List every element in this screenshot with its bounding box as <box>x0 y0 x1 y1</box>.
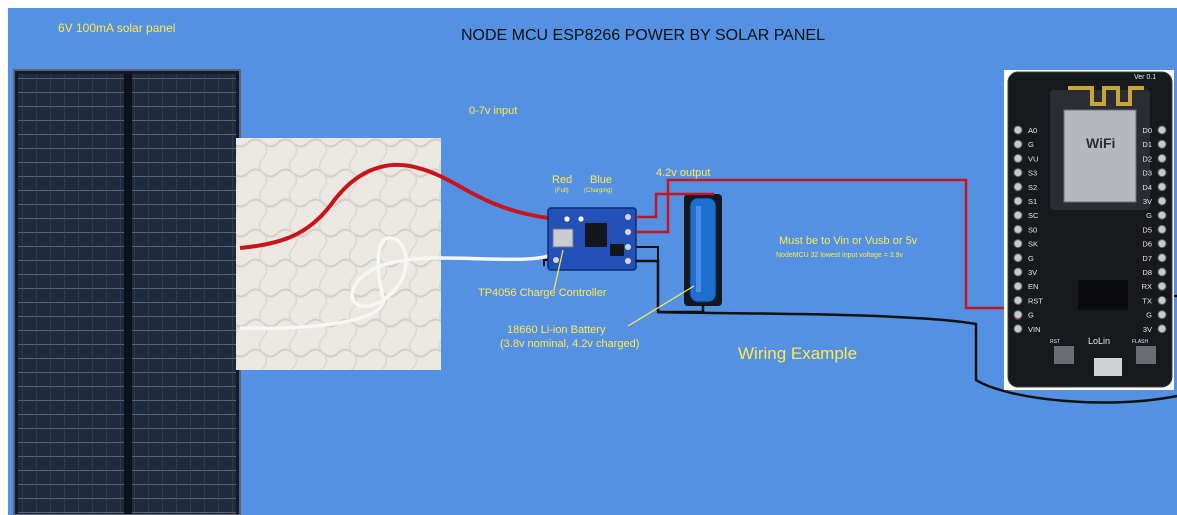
pin-left-header <box>1013 139 1023 149</box>
pin-right-label: D3 <box>1142 169 1152 178</box>
pin-right-header <box>1157 239 1167 249</box>
input-ground-wire <box>543 259 548 266</box>
pin-right-header <box>1157 168 1167 178</box>
pin-right-header <box>1157 267 1167 277</box>
pin-left-label: SC <box>1028 211 1039 220</box>
pin-left-label: EN <box>1028 282 1038 291</box>
controller-label: TP4056 Charge Controller <box>478 287 607 299</box>
pin-right-label: 3V <box>1143 325 1152 334</box>
page-title: NODE MCU ESP8266 POWER BY SOLAR PANEL <box>461 27 825 44</box>
solar-panel <box>13 69 241 515</box>
panel-wire-negative <box>239 236 549 331</box>
solar-panel-label: 6V 100mA solar panel <box>58 21 176 35</box>
pin-right-header <box>1157 125 1167 135</box>
pin-right-header <box>1157 295 1167 305</box>
pin-left-header <box>1013 125 1023 135</box>
pin-right-label: D0 <box>1142 126 1152 135</box>
led-red-sub-label: (Full) <box>555 188 569 194</box>
board-flash-button-label: FLASH <box>1132 339 1149 345</box>
wifi-module-label: WiFi <box>1086 135 1116 151</box>
pin-left-header <box>1013 295 1023 305</box>
pin-left-header <box>1013 224 1023 234</box>
pin-left-label: SK <box>1028 240 1038 249</box>
pin-left-header <box>1013 253 1023 263</box>
pin-left-header <box>1013 210 1023 220</box>
pin-left-label: S1 <box>1028 197 1037 206</box>
battery-pointer <box>627 285 695 327</box>
wiring-example-label: Wiring Example <box>738 344 858 363</box>
pin-right-header <box>1157 324 1167 334</box>
panel-wire-positive <box>239 162 549 250</box>
pin-right-label: D5 <box>1142 225 1152 234</box>
pin-left-header <box>1013 310 1023 320</box>
led-blue-label: Blue <box>590 174 613 186</box>
pin-right-header <box>1157 196 1167 206</box>
pin-left-label: RST <box>1028 296 1043 305</box>
pin-right-label: D4 <box>1142 183 1152 192</box>
pin-right-label: G <box>1146 211 1152 220</box>
battery-label: 18660 Li-ion Battery <box>507 324 606 336</box>
pin-left-label: A0 <box>1028 126 1037 135</box>
board-reset-button-label: RST <box>1050 339 1060 345</box>
input-range-label: 0-7v input <box>469 105 518 117</box>
pin-left-header <box>1013 168 1023 178</box>
pin-right-header <box>1157 253 1167 263</box>
pin-right-header <box>1157 310 1167 320</box>
pin-left-label: 3V <box>1028 268 1037 277</box>
pin-right-label: D8 <box>1142 268 1152 277</box>
pin-left-header <box>1013 239 1023 249</box>
pin-left-header <box>1013 153 1023 163</box>
pin-left-header <box>1013 281 1023 291</box>
pin-right-header <box>1157 210 1167 220</box>
pin-left-label: VIN <box>1028 325 1041 334</box>
pin-right-header <box>1157 224 1167 234</box>
pin-left-label: S3 <box>1028 169 1037 178</box>
vin-note-label: Must be to Vin or Vusb or 5v <box>779 235 918 247</box>
pin-left-header <box>1013 196 1023 206</box>
pin-left-header <box>1013 324 1023 334</box>
output-voltage-label: 4.2v output <box>656 167 711 179</box>
pin-right-label: 3V <box>1143 197 1152 206</box>
battery-spec-label: (3.8v nominal, 4.2v charged) <box>500 338 640 350</box>
pin-right-label: D2 <box>1142 154 1152 163</box>
pin-right-label: D6 <box>1142 240 1152 249</box>
battery-plus-wire <box>636 192 714 219</box>
pin-right-label: RX <box>1142 282 1152 291</box>
board-brand-label: LoLin <box>1088 336 1111 346</box>
battery-18650 <box>684 194 722 306</box>
pin-left-header <box>1013 182 1023 192</box>
cloth-backdrop <box>236 138 441 370</box>
pin-right-label: D1 <box>1142 140 1152 149</box>
min-voltage-note-label: NodeMCU 32 lowest input voltage = 3.9v <box>776 252 904 259</box>
pin-right-header <box>1157 153 1167 163</box>
pin-right-header <box>1157 281 1167 291</box>
pin-left-label: G <box>1028 311 1034 320</box>
led-blue-sub-label: (Charging) <box>584 188 613 194</box>
pin-right-label: D7 <box>1142 254 1152 263</box>
pin-left-header <box>1013 267 1023 277</box>
output-positive-wire <box>636 178 1018 310</box>
pin-right-label: TX <box>1142 296 1152 305</box>
tp4056-module <box>547 207 637 271</box>
pin-left-label: S2 <box>1028 183 1037 192</box>
module-ground-link <box>636 246 659 261</box>
pin-left-label: G <box>1028 140 1034 149</box>
pin-right-header <box>1157 139 1167 149</box>
board-version-label: Ver 0.1 <box>1134 74 1157 81</box>
ground-wire-to-board <box>657 310 1177 404</box>
controller-pointer <box>553 249 564 291</box>
pin-left-label: S0 <box>1028 225 1037 234</box>
pin-right-label: G <box>1146 311 1152 320</box>
pin-left-label: VU <box>1028 154 1038 163</box>
pin-right-header <box>1157 182 1167 192</box>
pin-left-label: G <box>1028 254 1034 263</box>
led-red-label: Red <box>552 174 573 186</box>
